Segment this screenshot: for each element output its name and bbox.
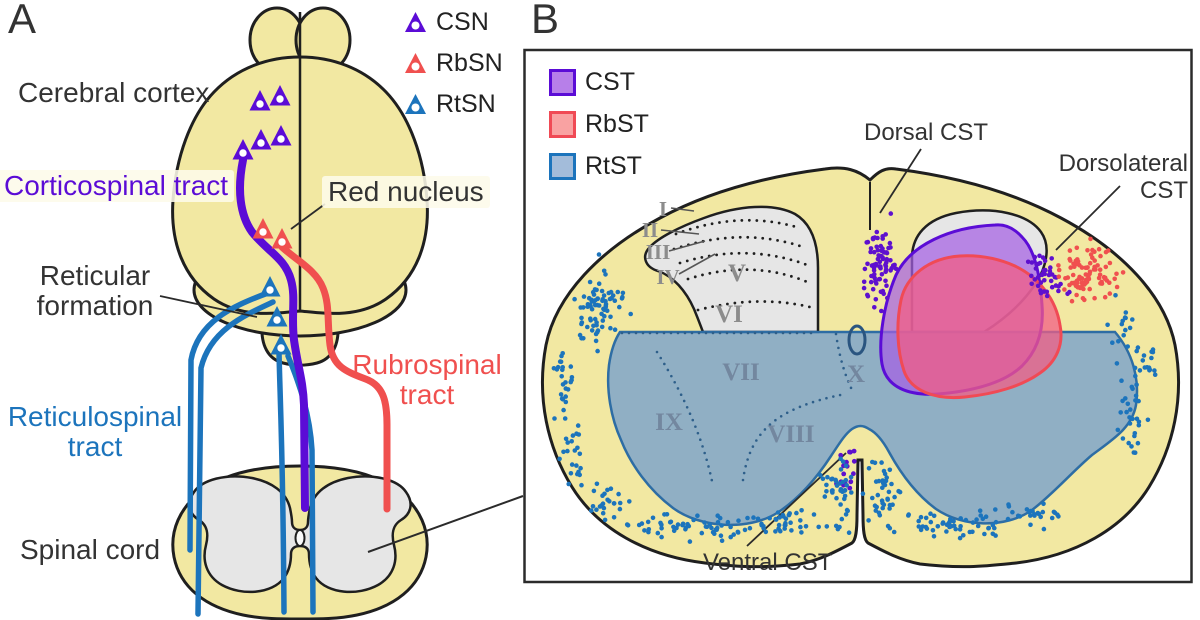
central-canal-b (847, 324, 867, 356)
neuron-markers (232, 85, 293, 355)
legend-label-rbst: RbST (585, 110, 649, 138)
reticulospinal-tract-line-1 (187, 290, 271, 553)
rubrospinal-line1: Rubrospinal (352, 349, 502, 380)
lamina-pointers (660, 207, 716, 275)
lamina-numerals: I II III IV V VI VII VIII IX X (642, 197, 865, 448)
legend-item-csn: CSN (404, 8, 503, 37)
rtsn-neuron-marker (266, 306, 288, 327)
lamina-VI: VI (715, 301, 743, 328)
reticular-formation-line1: Reticular (39, 260, 151, 291)
red-nucleus-label: Red nucleus (322, 176, 490, 208)
lamina-IV: IV (656, 265, 679, 289)
lamina-III: III (646, 240, 671, 264)
legend-label-rtst: RtST (585, 152, 642, 180)
lamina-I: I (659, 197, 667, 221)
csn-neuron-marker (270, 125, 292, 146)
legend-label-csn: CSN (436, 8, 489, 36)
rbst-territory (896, 254, 1063, 400)
legend-label-rbsn: RbSN (436, 49, 503, 77)
lamina-VIII: VIII (767, 421, 814, 448)
legend-panel-a: CSN RbSN RtSN (404, 8, 503, 119)
legend-item-rtsn: RtSN (404, 90, 503, 119)
lamina-II: II (642, 218, 658, 242)
csn-neuron-marker (269, 85, 291, 106)
legend-item-rbsn: RbSN (404, 49, 503, 78)
dorsolateral-cst-label: Dorsolateral CST (1040, 150, 1188, 204)
cerebral-cortex-label: Cerebral cortex (18, 77, 210, 108)
red-nucleus-pointer (290, 203, 326, 230)
ventral-cst-label: Ventral CST (703, 549, 833, 576)
panel-a-b-connector (367, 495, 524, 553)
legend-item-rtst: RtST (549, 152, 649, 181)
lamina-IX: IX (655, 409, 683, 436)
lamina-V: V (728, 260, 746, 287)
reticulospinal-line1: Reticulospinal (7, 401, 183, 432)
csn-neuron-marker (250, 129, 272, 150)
legend-item-rbst: RbST (549, 110, 649, 139)
rbsn-triangle-icon (405, 53, 426, 73)
pointer-lines-b (746, 148, 1121, 547)
csn-neuron-marker (249, 90, 271, 111)
pointer-lines-a (159, 203, 524, 553)
dorsolateral-line2: CST (1140, 177, 1188, 204)
legend-panel-b: CST RbST RtST (549, 68, 649, 181)
ventral-cst-pointer (746, 452, 847, 547)
reticulospinal-tract-label: Reticulospinal tract (0, 402, 195, 462)
panel-b-letter: B (531, 0, 560, 42)
rtsn-neuron-marker (270, 334, 292, 355)
reticular-formation-label: Reticular formation (20, 261, 170, 321)
corticospinal-tract-label: Corticospinal tract (0, 170, 235, 202)
rbsn-neuron-marker (252, 218, 274, 239)
reticular-formation-pointer (159, 295, 258, 318)
dorsal-cst-pointer (879, 148, 922, 214)
rubrospinal-tract-label: Rubrospinal tract (342, 350, 512, 410)
spinal-cord-section-a (171, 464, 429, 620)
rubrospinal-line2: tract (399, 379, 455, 410)
reticulospinal-tract-line-2 (195, 299, 276, 617)
rbsn-neuron-marker (271, 228, 293, 249)
dorsolateral-cst-pointer (1055, 185, 1121, 251)
csn-neuron-marker (232, 139, 254, 160)
rtsn-triangle-icon (405, 94, 426, 114)
rtst-swatch-icon (549, 153, 576, 180)
reticulospinal-tract-line-3 (276, 349, 287, 615)
spinal-cord-section-b: I II III IV V VI VII VIII IX X (540, 148, 1181, 569)
reticular-formation-line2: formation (36, 290, 154, 321)
dorsal-cst-label: Dorsal CST (864, 119, 989, 146)
dorsolateral-line1: Dorsolateral (1058, 150, 1188, 177)
axon-dot-clusters (551, 211, 1158, 544)
cst-swatch-icon (549, 69, 576, 96)
reticulospinal-line2: tract (67, 431, 123, 462)
rtsn-neuron-marker (259, 276, 281, 297)
lamina-X: X (847, 361, 865, 388)
rbst-swatch-icon (549, 111, 576, 138)
legend-label-cst: CST (585, 68, 635, 96)
rubrospinal-tract-line (278, 243, 391, 513)
lamina-VII: VII (722, 359, 760, 386)
legend-label-rtsn: RtSN (436, 90, 496, 118)
spinal-cord-label: Spinal cord (20, 534, 161, 565)
corticospinal-tract-line (236, 156, 309, 512)
panel-a-letter: A (8, 0, 37, 42)
tract-lines (187, 156, 391, 617)
central-canal-a (294, 529, 306, 547)
legend-item-cst: CST (549, 68, 649, 97)
brain-dorsal-view (171, 6, 429, 367)
csn-triangle-icon (405, 12, 426, 32)
lamina-boundaries-ventral (620, 331, 855, 488)
